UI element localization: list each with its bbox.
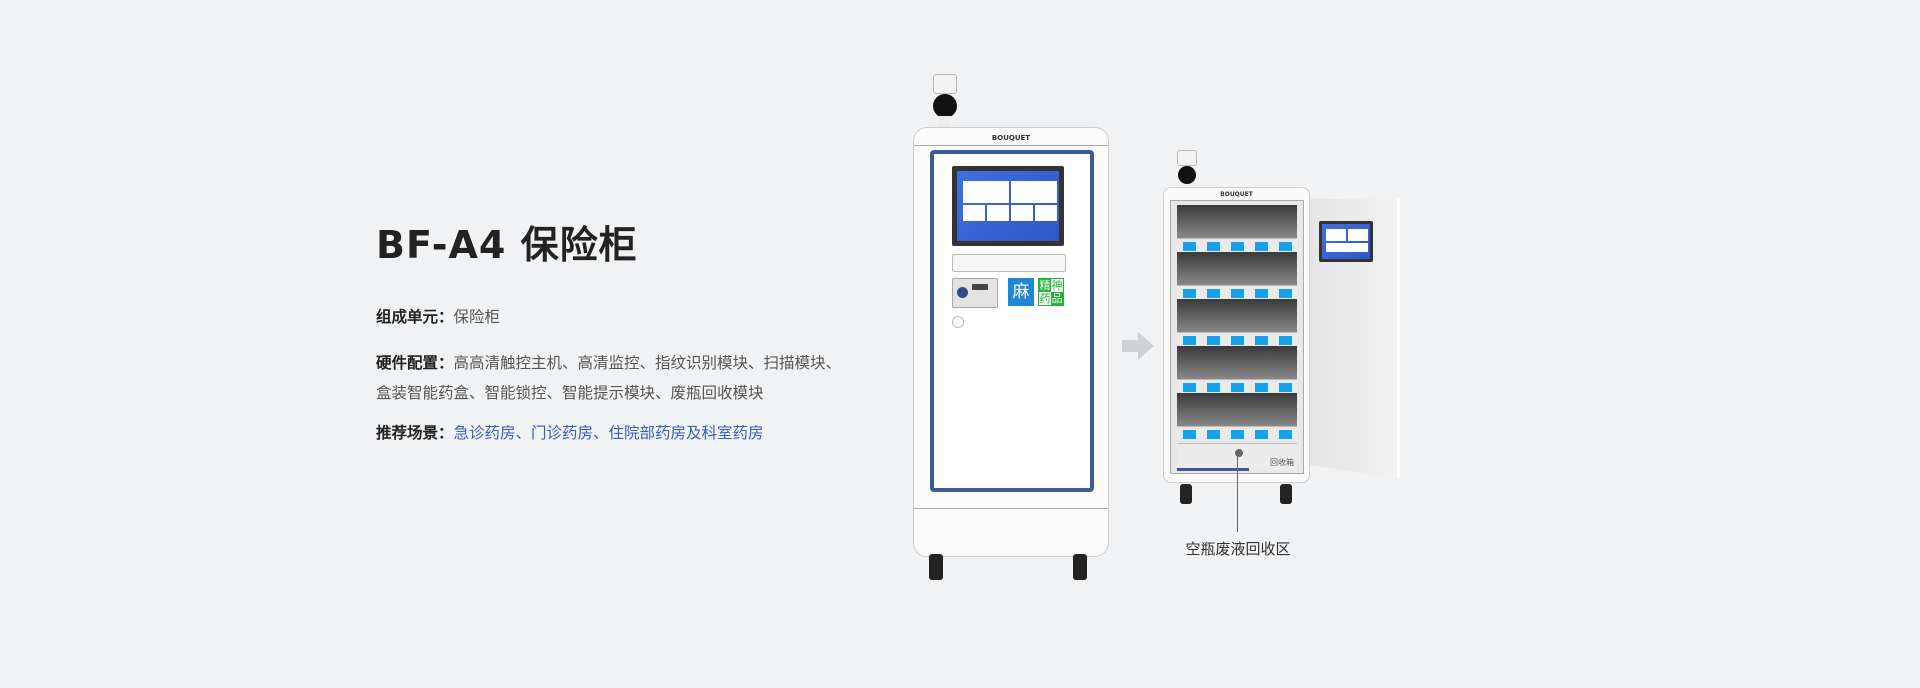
spec-label: 推荐场景： [376,424,454,442]
door-handle[interactable] [952,316,964,328]
arrow-right-icon-head [1138,332,1154,360]
brand-logo: BOUQUET [1220,191,1253,198]
recycle-bin-label: 回收箱 [1270,458,1294,467]
spec-scenarios: 推荐场景：急诊药房、门诊药房、住院部药房及科室药房 [376,418,764,448]
open-cabinet-image: BOUQUET 回收箱 [1160,150,1420,520]
badge-char: 神 [1051,279,1063,292]
spec-value-cont: 盒装智能药盒、智能锁控、智能提示模块、废瓶回收模块 [376,384,764,402]
badge-char: 品 [1051,292,1063,305]
door-screen[interactable] [1319,221,1373,262]
camera-icon [1176,150,1198,190]
door-frame: 麻 精 神 药 品 [930,150,1094,492]
spec-value: 高高清触控主机、高清监控、指纹识别模块、扫描模块、 [453,354,842,372]
open-door[interactable] [1310,199,1400,479]
drug-shelf [1177,379,1297,394]
closed-cabinet-image: BOUQUET 麻 精 神 药 [905,72,1115,580]
spec-hardware: 硬件配置：高高清触控主机、高清监控、指纹识别模块、扫描模块、盒装智能药盒、智能锁… [376,348,841,408]
arrow-right-icon [1122,340,1140,352]
page-title: BF-A4 保险柜 [376,223,638,267]
psychotropic-badge: 精 神 药 品 [1038,278,1064,306]
brand-logo: BOUQUET [991,134,1031,142]
drug-shelf [1177,238,1297,253]
spec-label: 硬件配置： [376,354,454,372]
fingerprint-lock[interactable] [952,278,998,308]
narcotic-badge: 麻 [1008,278,1034,306]
spec-value: 急诊药房、门诊药房、住院部药房及科室药房 [453,424,764,442]
control-strip [952,254,1066,272]
cabinet-interior: 回收箱 [1170,200,1304,474]
touch-screen[interactable] [952,166,1064,246]
spec-value: 保险柜 [453,308,501,326]
drug-shelf [1177,285,1297,300]
spec-label: 组成单元： [376,308,454,326]
callout-line [1237,452,1238,532]
camera-icon [931,74,959,130]
spec-units: 组成单元：保险柜 [376,302,500,332]
badge-char: 药 [1039,292,1051,305]
drug-shelf [1177,332,1297,347]
badge-char: 精 [1039,279,1051,292]
drug-shelf [1177,426,1297,441]
callout-label: 空瓶废液回收区 [1185,540,1291,558]
